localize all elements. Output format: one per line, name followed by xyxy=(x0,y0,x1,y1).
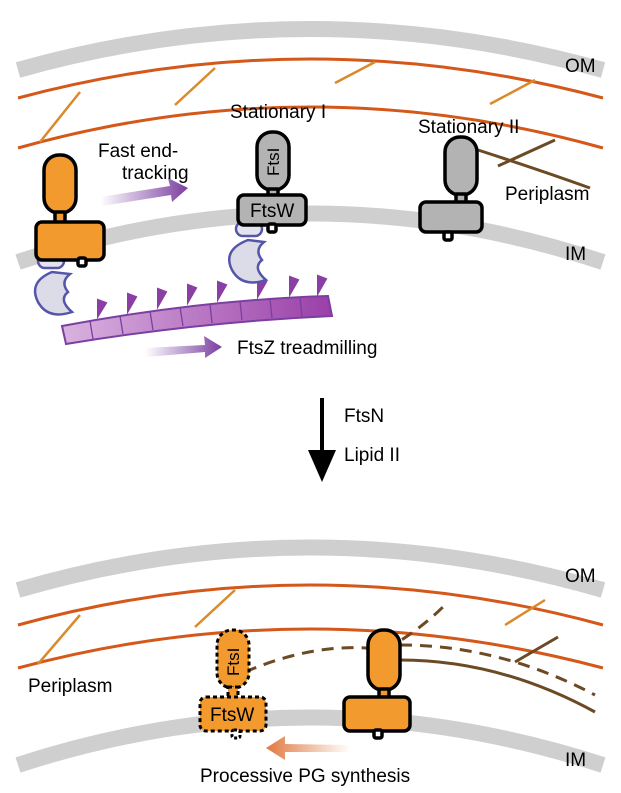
ftsI-label-bottom: FtsI xyxy=(224,648,243,676)
pg-crosslink xyxy=(334,60,376,85)
glycan-crosslink xyxy=(514,635,559,664)
pg-crosslink xyxy=(39,91,81,143)
ftsWI-active: FtsI FtsW xyxy=(198,628,268,740)
bottom-panel: OM Periplasm IM FtsI FtsW xyxy=(15,539,606,787)
ftsWI-stationary-1: FtsI FtsW xyxy=(236,130,308,234)
ftsI-periplasmic-domain xyxy=(366,628,402,692)
ftsW-label-bottom: FtsW xyxy=(210,705,254,726)
ftsI-periplasmic-domain xyxy=(42,153,78,215)
treadmilling-arrow xyxy=(145,336,222,358)
inner-membrane-bottom xyxy=(15,709,606,773)
ftsZ-tether xyxy=(157,287,168,310)
ftsZ-tether xyxy=(217,280,228,303)
ftsZ-subunit-divider xyxy=(179,306,184,327)
ftsZ-filament-body xyxy=(60,294,334,346)
ftsZ-subunit-divider xyxy=(239,300,243,321)
ftsZ-subunit-divider xyxy=(89,320,94,340)
ftsZ-tether xyxy=(187,283,198,306)
fast-end-tracking-label-2: tracking xyxy=(122,163,189,184)
ftsZ-tether xyxy=(289,275,300,298)
ftsWI-fast-tracking xyxy=(34,153,106,268)
glycan-strand xyxy=(399,658,596,714)
ftsI-stalk xyxy=(226,685,240,701)
ftsZ-subunit-divider xyxy=(209,303,213,324)
periplasm-label-bottom: Periplasm xyxy=(28,676,112,697)
treadmilling-label: FtsZ treadmilling xyxy=(237,338,377,359)
processive-arrow xyxy=(266,736,350,760)
transition: FtsN Lipid II xyxy=(308,398,400,482)
ftsW-anchor xyxy=(372,728,384,740)
outer-membrane-top xyxy=(15,21,606,78)
pg-strand-lower xyxy=(17,105,604,150)
ftsI-periplasmic-domain xyxy=(443,135,479,197)
transition-label-ftsN: FtsN xyxy=(344,406,384,427)
ftsW-transmembrane-domain xyxy=(342,695,412,733)
ftsZ-tether xyxy=(97,298,108,320)
glycan-strand-stationary-2 xyxy=(497,138,556,168)
pg-crosslink xyxy=(194,589,236,628)
ftsZ-subunit-divider xyxy=(119,315,124,335)
im-label-top: IM xyxy=(565,244,586,265)
ftsW-anchor xyxy=(230,728,242,740)
periplasm-label-top: Periplasm xyxy=(505,184,589,205)
pg-crosslink xyxy=(504,598,546,627)
fast-end-tracking-label-1: Fast end- xyxy=(98,141,178,162)
pg-crosslink xyxy=(37,614,81,665)
peptidoglycan-bottom xyxy=(17,583,604,670)
outer-membrane-bottom xyxy=(15,539,606,598)
ftsI-label-top: FtsI xyxy=(264,148,283,176)
pg-crosslink xyxy=(174,67,216,106)
stationary-1-label: Stationary I xyxy=(230,102,326,123)
ftsA-icon xyxy=(33,270,75,316)
ftsZ-tether xyxy=(127,292,138,315)
ftsA-complex-left xyxy=(33,252,75,316)
om-label-top: OM xyxy=(565,56,596,77)
pg-crosslink xyxy=(489,78,536,106)
nascent-glycan-strand xyxy=(399,643,596,697)
pg-strand-lower xyxy=(17,627,604,670)
ftsZ-subunit-divider xyxy=(269,298,273,319)
glycan-strand-stationary-2 xyxy=(477,148,591,190)
top-panel: OM Periplasm IM Fast end- tracking xyxy=(15,21,606,359)
peptidoglycan-top xyxy=(17,57,604,150)
ftsZ-subunit-divider xyxy=(149,310,154,331)
ftsZ-tether xyxy=(317,274,328,297)
ftsWI-partner xyxy=(342,628,412,740)
ftsA-complex-middle xyxy=(228,220,269,284)
transition-arrow-head xyxy=(308,450,336,482)
ftsW-label-top: FtsW xyxy=(250,201,294,222)
pg-strand-upper xyxy=(17,57,604,100)
im-label-bottom: IM xyxy=(565,750,586,771)
ftsZ-filament xyxy=(60,274,334,346)
fast-tracking-arrow xyxy=(100,178,188,206)
ftsZ-subunit-divider xyxy=(299,296,303,318)
ftsW-anchor xyxy=(442,230,454,242)
ftsW-transmembrane-domain xyxy=(418,200,484,234)
nascent-glycan-strand xyxy=(244,646,386,674)
ftsW-anchor xyxy=(266,222,278,234)
ftsWI-stationary-2 xyxy=(418,135,484,242)
processive-pg-synthesis-label: Processive PG synthesis xyxy=(200,766,410,787)
transition-label-lipid-ii: Lipid II xyxy=(344,445,400,466)
ftsA-icon xyxy=(228,238,269,284)
stationary-2-label: Stationary II xyxy=(418,117,519,138)
ftsW-anchor xyxy=(76,256,88,268)
om-label-bottom: OM xyxy=(565,566,596,587)
pg-strand-upper xyxy=(17,583,604,627)
ftsW-transmembrane-domain xyxy=(34,220,106,262)
